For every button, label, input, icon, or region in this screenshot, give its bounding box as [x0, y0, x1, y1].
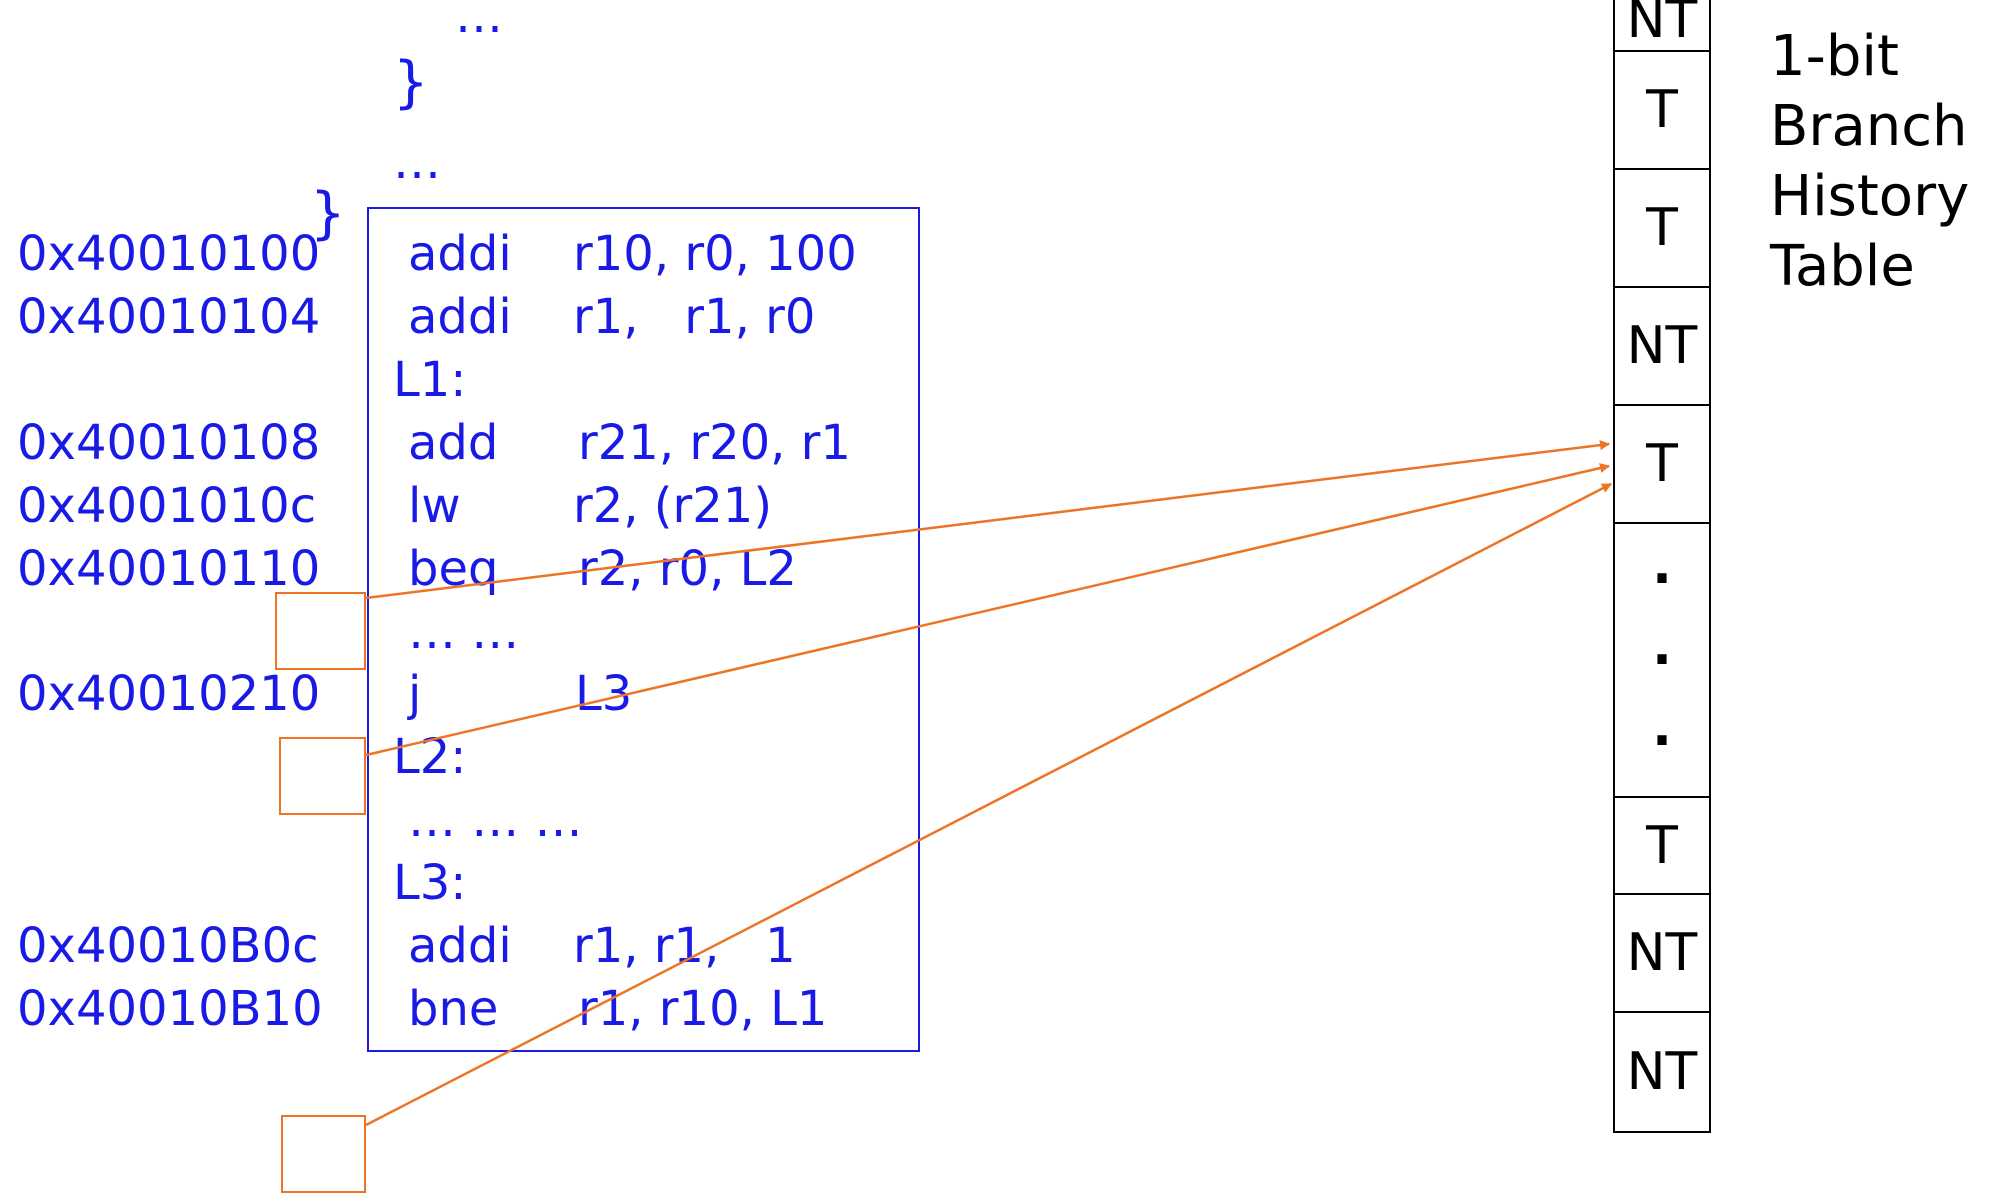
address-0: 0x40010100 [17, 226, 321, 282]
filler-ellipsis-1: … … [408, 604, 520, 660]
operands-11: r1, r1, 1 [573, 918, 796, 974]
address-4: 0x4001010c [17, 478, 317, 534]
operands-5: r2, r0, L2 [578, 541, 797, 597]
label-l3: L3: [393, 855, 467, 911]
bht-ellipsis-rows: · · · [1615, 524, 1709, 798]
brace-outer: } [310, 181, 346, 246]
address-1: 0x40010104 [17, 289, 321, 345]
ellipsis-top: … [455, 0, 503, 44]
branch-history-table: NT T T NT T · · · T NT NT [1613, 0, 1711, 1133]
opcode-4: lw [408, 478, 461, 534]
bht-caption-line-2: Branch [1770, 94, 1968, 159]
opcode-3: add [408, 415, 499, 471]
bht-entry-0: NT [1615, 0, 1709, 52]
filler-ellipsis-2: … … … [408, 792, 583, 848]
opcode-12: bne [408, 981, 499, 1037]
address-12: 0x40010B10 [17, 981, 323, 1037]
opcode-5: beq [408, 541, 499, 597]
opcode-11: addi [408, 918, 512, 974]
index-box-bne [281, 1115, 366, 1193]
opcode-1: addi [408, 289, 512, 345]
operands-1: r1, r1, r0 [573, 289, 816, 345]
opcode-0: addi [408, 226, 512, 282]
ellipsis-mid: … [393, 134, 441, 190]
bht-dot-3: · [1652, 711, 1672, 772]
bht-entry-8: NT [1626, 1042, 1698, 1102]
label-l2: L2: [393, 729, 467, 785]
address-11: 0x40010B0c [17, 918, 319, 974]
operands-3: r21, r20, r1 [578, 415, 851, 471]
address-3: 0x40010108 [17, 415, 321, 471]
opcode-7: j [408, 666, 422, 722]
bht-entry-3: NT [1615, 288, 1709, 406]
bht-entry-1: T [1615, 52, 1709, 170]
bht-caption-line-1: 1-bit [1770, 24, 1899, 89]
bht-entry-7: NT [1615, 895, 1709, 1013]
bht-caption-line-4: Table [1770, 234, 1915, 299]
bht-entry-6: T [1615, 798, 1709, 895]
operands-7: L3 [575, 666, 633, 722]
index-box-j [279, 737, 366, 815]
bht-caption: 1-bit Branch History Table [1770, 22, 1969, 302]
bht-dot-2: · [1652, 629, 1672, 690]
brace-inner: } [393, 50, 429, 115]
operands-4: r2, (r21) [573, 478, 773, 534]
bht-caption-line-3: History [1770, 164, 1970, 229]
address-7: 0x40010210 [17, 666, 321, 722]
bht-dot-1: · [1652, 548, 1672, 609]
bht-entry-4: T [1615, 406, 1709, 524]
bht-entry-2: T [1615, 170, 1709, 288]
operands-0: r10, r0, 100 [573, 226, 857, 282]
operands-12: r1, r10, L1 [578, 981, 828, 1037]
index-box-beq [275, 592, 366, 670]
address-5: 0x40010110 [17, 541, 321, 597]
label-l1: L1: [393, 352, 467, 408]
